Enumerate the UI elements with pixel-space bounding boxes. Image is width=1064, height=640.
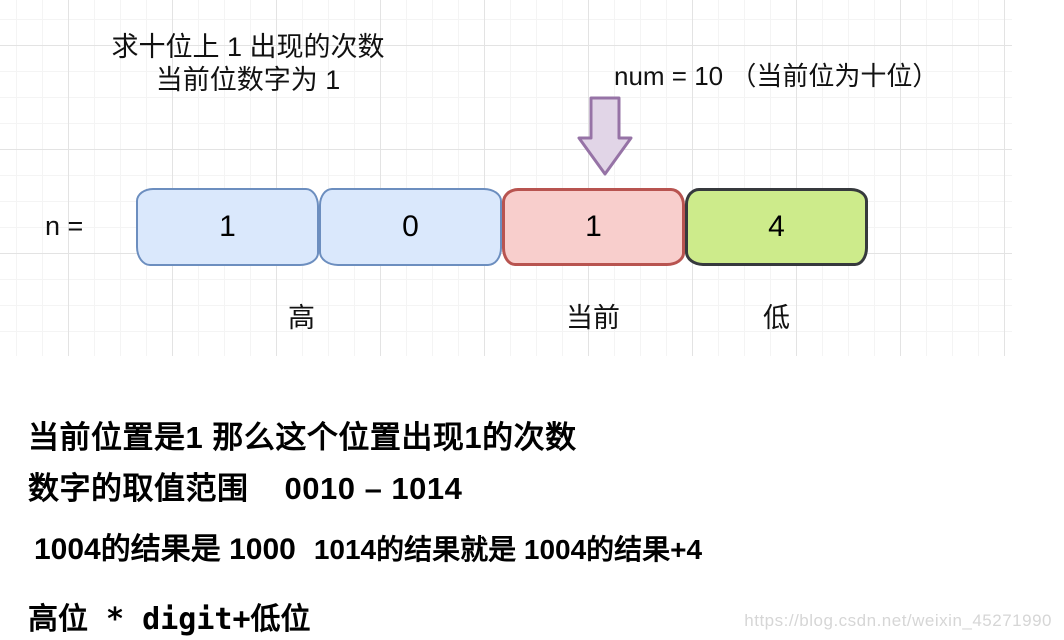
label-high: 高 bbox=[288, 303, 315, 333]
result-part-1: 1004的结果是 1000 bbox=[34, 533, 296, 566]
down-arrow-icon bbox=[577, 96, 633, 176]
digit-value: 1 bbox=[219, 210, 236, 243]
diagram-title: 求十位上 1 出现的次数 当前位数字为 1 bbox=[88, 31, 408, 97]
note-line-2: 数字的取值范围 0010 – 1014 bbox=[28, 463, 462, 508]
note-line-3: 1004的结果是 1000 1014的结果就是 1004的结果+4 bbox=[34, 524, 702, 568]
digit-box-tens-current: 1 bbox=[502, 188, 685, 266]
label-low: 低 bbox=[763, 303, 790, 333]
digit-box-thousands: 1 bbox=[136, 188, 319, 266]
title-line-2: 当前位数字为 1 bbox=[155, 65, 341, 95]
digit-value: 4 bbox=[768, 210, 785, 243]
range-label: 数字的取值范围 bbox=[28, 471, 249, 506]
digit-value: 0 bbox=[402, 210, 419, 243]
label-current: 当前 bbox=[566, 303, 620, 333]
digit-box-hundreds: 0 bbox=[319, 188, 502, 266]
range-value: 0010 – 1014 bbox=[284, 471, 463, 506]
note-line-1: 当前位置是1 那么这个位置出现1的次数 bbox=[28, 420, 577, 455]
title-line-1: 求十位上 1 出现的次数 bbox=[111, 32, 385, 62]
grid-background bbox=[0, 0, 1012, 356]
n-equals-label: n = bbox=[45, 211, 84, 241]
watermark: https://blog.csdn.net/weixin_45271990 bbox=[744, 611, 1052, 630]
digit-box-ones: 4 bbox=[685, 188, 868, 266]
digit-value: 1 bbox=[585, 210, 602, 243]
result-part-2: 1014的结果就是 1004的结果+4 bbox=[313, 534, 703, 565]
num-annotation: num = 10 （当前位为十位） bbox=[614, 61, 939, 91]
formula-line: 高位 * digit+低位 bbox=[28, 602, 311, 637]
